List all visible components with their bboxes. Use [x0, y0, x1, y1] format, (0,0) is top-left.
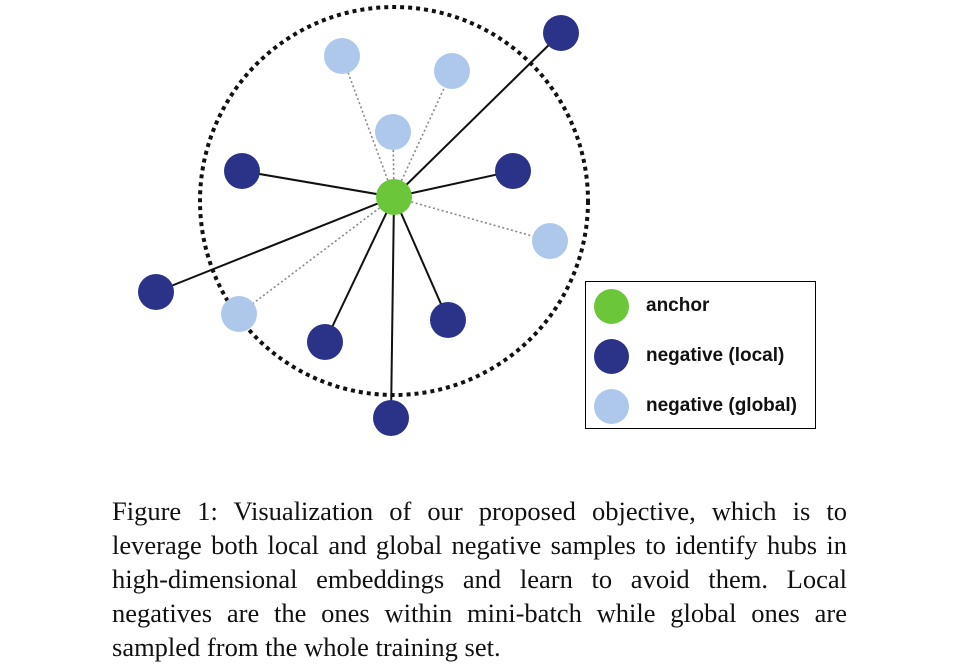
edge-local-left [241, 170, 395, 198]
legend-item-0: anchor [594, 288, 709, 324]
node-local-bottom-right [430, 302, 466, 338]
node-global-top-right [434, 53, 470, 89]
figure-caption: Figure 1: Visualization of our proposed … [112, 496, 847, 662]
legend-label: negative (local) [646, 345, 785, 366]
legend: anchor negative (local) negative (global) [585, 281, 816, 429]
legend-swatch [594, 388, 629, 424]
edge-local-right [393, 170, 514, 198]
node-global-right [532, 223, 568, 259]
legend-swatch [594, 338, 629, 374]
neighborhood-boundary [198, 5, 590, 397]
node-global-top-left [324, 38, 360, 74]
legend-item-1: negative (local) [594, 338, 784, 374]
edge-local-bottom [390, 196, 395, 419]
legend-label: anchor [646, 295, 710, 316]
edge-local-top-right [393, 32, 562, 198]
node-local-bottom [373, 400, 409, 436]
edge-global-top-right [393, 70, 453, 198]
edge-global-right [393, 196, 551, 242]
node-local-far-left [138, 274, 174, 310]
node-local-left [224, 153, 260, 189]
node-local-bottom-left [307, 324, 343, 360]
edge-local-bottom-right [393, 196, 449, 321]
nodes [138, 15, 579, 436]
embedding-diagram [138, 5, 590, 436]
edge-global-bottom-left [238, 196, 395, 315]
legend-swatch [594, 288, 629, 324]
edge-local-far-left [155, 196, 395, 293]
edges [155, 32, 562, 419]
node-global-bottom-left [221, 296, 257, 332]
legend-label: negative (global) [646, 395, 797, 416]
edge-local-bottom-left [324, 196, 395, 343]
node-global-top-center [375, 114, 411, 150]
node-local-right [495, 153, 531, 189]
legend-item-2: negative (global) [594, 388, 797, 424]
node-anchor [376, 179, 412, 215]
node-local-top-right [543, 15, 579, 51]
